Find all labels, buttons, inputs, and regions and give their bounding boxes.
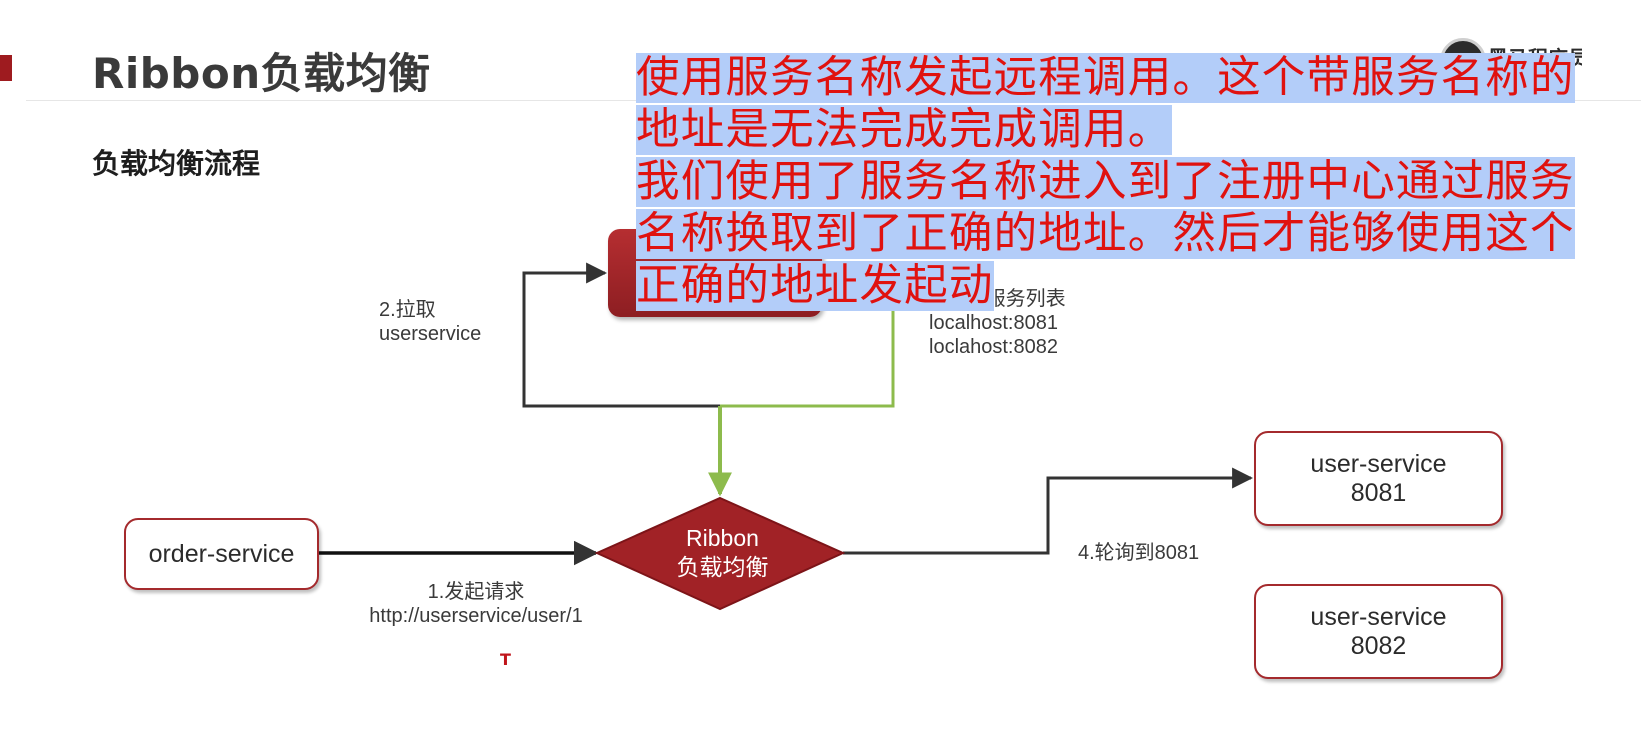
step2-line1: 2.拉取 — [379, 299, 436, 321]
title-accent-bar — [0, 55, 12, 81]
order-service-node: order-service — [124, 518, 319, 590]
order-service-label: order-service — [148, 539, 295, 568]
pull-arrow — [522, 262, 720, 408]
annotation-para-2: 我们使用了服务名称进入到了注册中心通过服务名称换取到了正确的地址。然后才能够使用… — [636, 156, 1616, 312]
ribbon-diamond — [594, 496, 846, 611]
annotation-text-2: 我们使用了服务名称进入到了注册中心通过服务名称换取到了正确的地址。然后才能够使用… — [636, 157, 1575, 311]
step2-label: 2.拉取 userservice — [379, 298, 481, 346]
page-title: Ribbon负载均衡 — [92, 49, 431, 98]
ribbon-node-label: Ribbon 负载均衡 — [640, 524, 805, 582]
return-list-line — [720, 310, 895, 408]
step1-line2: http://userservice/user/1 — [369, 605, 583, 627]
step3-line2: localhost:8081 — [929, 312, 1058, 334]
step1-line1: 1.发起请求 — [427, 581, 525, 603]
text-cursor-mark: T — [500, 650, 511, 669]
annotation-text-1: 使用服务名称发起远程调用。这个带服务名称的地址是无法完成完成调用。 — [636, 53, 1575, 155]
user-service-2-name: user-service — [1310, 602, 1447, 631]
step4-label: 4.轮询到8081 — [1078, 542, 1200, 564]
user-service-1-name: user-service — [1310, 449, 1447, 478]
annotation-para-1: 使用服务名称发起远程调用。这个带服务名称的地址是无法完成完成调用。 — [636, 52, 1616, 156]
poll-arrow — [843, 467, 1254, 555]
section-subtitle: 负载均衡流程 — [92, 147, 261, 180]
ribbon-desc: 负载均衡 — [676, 554, 769, 580]
user-service-1-port: 8081 — [1350, 478, 1407, 507]
user-service-8082-node: user-service 8082 — [1254, 584, 1503, 679]
step2-line2: userservice — [379, 323, 482, 345]
annotation-overlay: 使用服务名称发起远程调用。这个带服务名称的地址是无法完成完成调用。 我们使用了服… — [636, 52, 1616, 312]
user-service-2-port: 8082 — [1350, 631, 1407, 660]
user-service-8081-node: user-service 8081 — [1254, 431, 1503, 526]
step1-label: 1.发起请求 http://userservice/user/1 — [350, 580, 602, 628]
step3-line3: loclahost:8082 — [929, 336, 1058, 358]
ribbon-name: Ribbon — [686, 525, 759, 551]
